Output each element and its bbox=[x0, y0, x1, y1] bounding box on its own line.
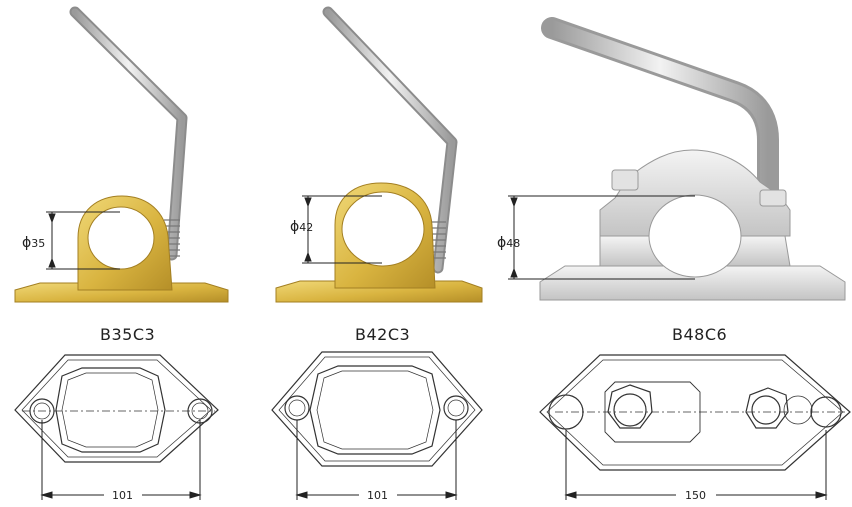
bore bbox=[341, 191, 425, 267]
diameter-dimension-2 bbox=[302, 195, 382, 264]
width-label-3: 150 bbox=[685, 489, 706, 502]
bore bbox=[648, 194, 742, 278]
width-label-1: 101 bbox=[112, 489, 133, 502]
clamp-b35c3-top-view bbox=[14, 354, 219, 463]
model-label-b42c3: B42C3 bbox=[355, 325, 411, 344]
diameter-dimension-1 bbox=[46, 211, 120, 270]
clamp-b48c6-top-view bbox=[539, 354, 851, 471]
diameter-label-3: ϕ48 bbox=[497, 235, 520, 251]
diameter-label-1: ϕ35 bbox=[22, 235, 45, 251]
clamp-b35c3-3d-view bbox=[14, 6, 229, 303]
base-plate bbox=[539, 265, 846, 301]
diameter-dimension-3 bbox=[508, 195, 695, 280]
model-label-b35c3: B35C3 bbox=[100, 325, 156, 344]
diameter-label-2: ϕ42 bbox=[290, 219, 313, 235]
bore bbox=[87, 206, 155, 270]
clamp-b42c3-top-view bbox=[271, 351, 483, 467]
thread bbox=[164, 219, 180, 257]
thread bbox=[428, 221, 446, 259]
bolt bbox=[611, 169, 639, 191]
base-plate bbox=[14, 282, 229, 303]
width-label-2: 101 bbox=[367, 489, 388, 502]
model-label-b48c6: B48C6 bbox=[672, 325, 728, 344]
clamp-b42c3-3d-view bbox=[275, 6, 483, 303]
clamp-b48c6-3d-view bbox=[539, 17, 846, 301]
